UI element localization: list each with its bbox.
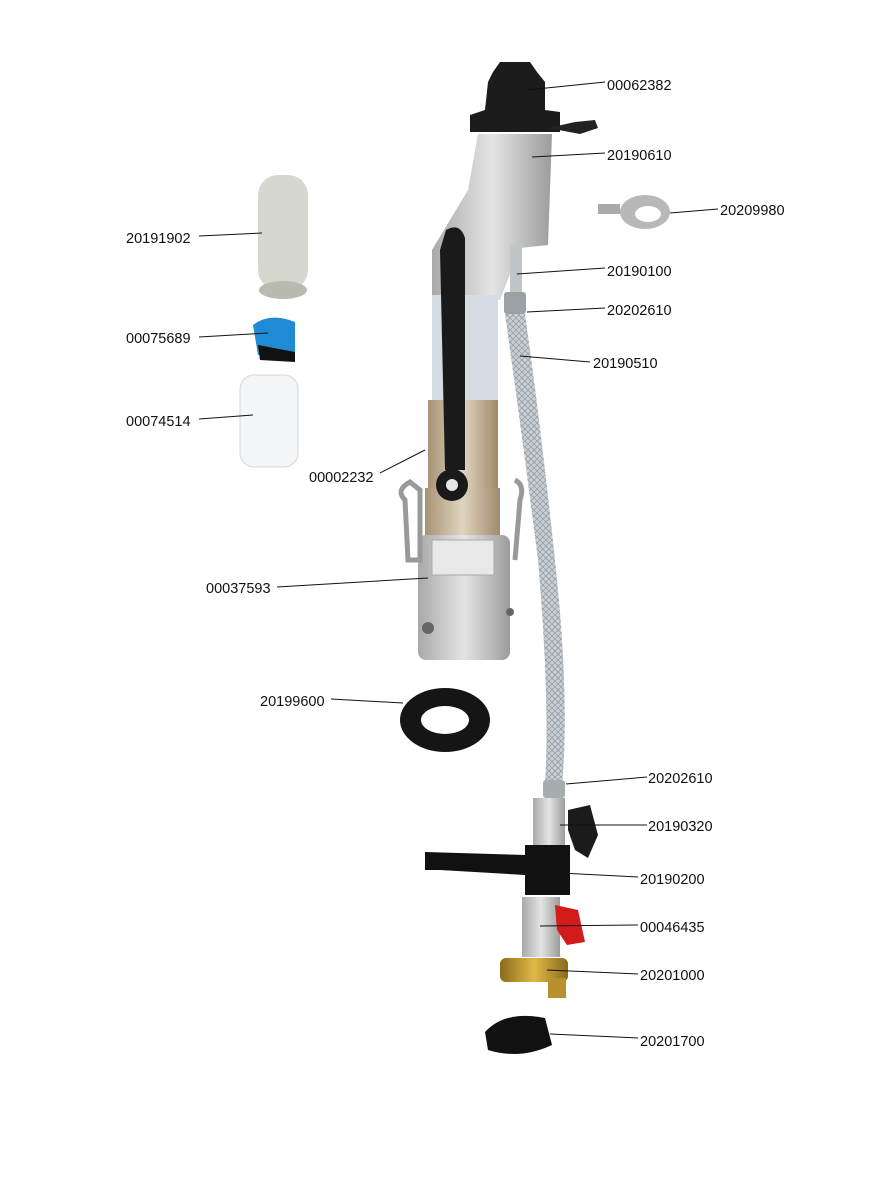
sleeve-part bbox=[258, 175, 308, 299]
claw-coupling-part bbox=[500, 958, 568, 998]
gasket-part bbox=[400, 688, 490, 752]
hose-clamp-top-part bbox=[504, 292, 526, 314]
knob-fitting-part bbox=[533, 798, 598, 858]
camlock-part bbox=[398, 477, 525, 660]
part-label-eye-bolt: 20209980 bbox=[720, 203, 785, 219]
tap-part bbox=[522, 897, 585, 957]
part-label-cap: 00062382 bbox=[607, 78, 672, 94]
part-label-ball-valve: 00002232 bbox=[309, 470, 374, 486]
eye-bolt-part bbox=[598, 195, 670, 229]
cap-part bbox=[470, 62, 598, 134]
part-label-sleeve: 20191902 bbox=[126, 231, 191, 247]
part-label-gasket: 20199600 bbox=[260, 694, 325, 710]
part-label-blue-sleeve: 00075689 bbox=[126, 331, 191, 347]
part-label-clear-sleeve: 00074514 bbox=[126, 414, 191, 430]
part-label-hose-clamp-top: 20202610 bbox=[607, 303, 672, 319]
part-label-cap-seal: 20201700 bbox=[640, 1034, 705, 1050]
part-label-body: 20190610 bbox=[607, 148, 672, 164]
part-label-bracket: 20190200 bbox=[640, 872, 705, 888]
leader-lines bbox=[198, 81, 719, 1039]
bracket-part bbox=[425, 845, 570, 895]
part-label-claw-coupling: 20201000 bbox=[640, 968, 705, 984]
tube-part bbox=[510, 245, 522, 295]
part-label-tap: 00046435 bbox=[640, 920, 705, 936]
part-label-hose: 20190510 bbox=[593, 356, 658, 372]
hose-part bbox=[505, 314, 565, 785]
part-label-tube: 20190100 bbox=[607, 264, 672, 280]
hose-clamp-bottom-part bbox=[543, 780, 565, 798]
clear-sleeve-part bbox=[239, 374, 299, 468]
blue-sleeve-part bbox=[253, 317, 295, 362]
cap-seal-part bbox=[485, 1015, 552, 1054]
part-label-knob-fitting: 20190320 bbox=[648, 819, 713, 835]
valve-handle bbox=[436, 227, 468, 501]
part-label-hose-clamp-bottom: 20202610 bbox=[648, 771, 713, 787]
part-label-camlock: 00037593 bbox=[206, 581, 271, 597]
